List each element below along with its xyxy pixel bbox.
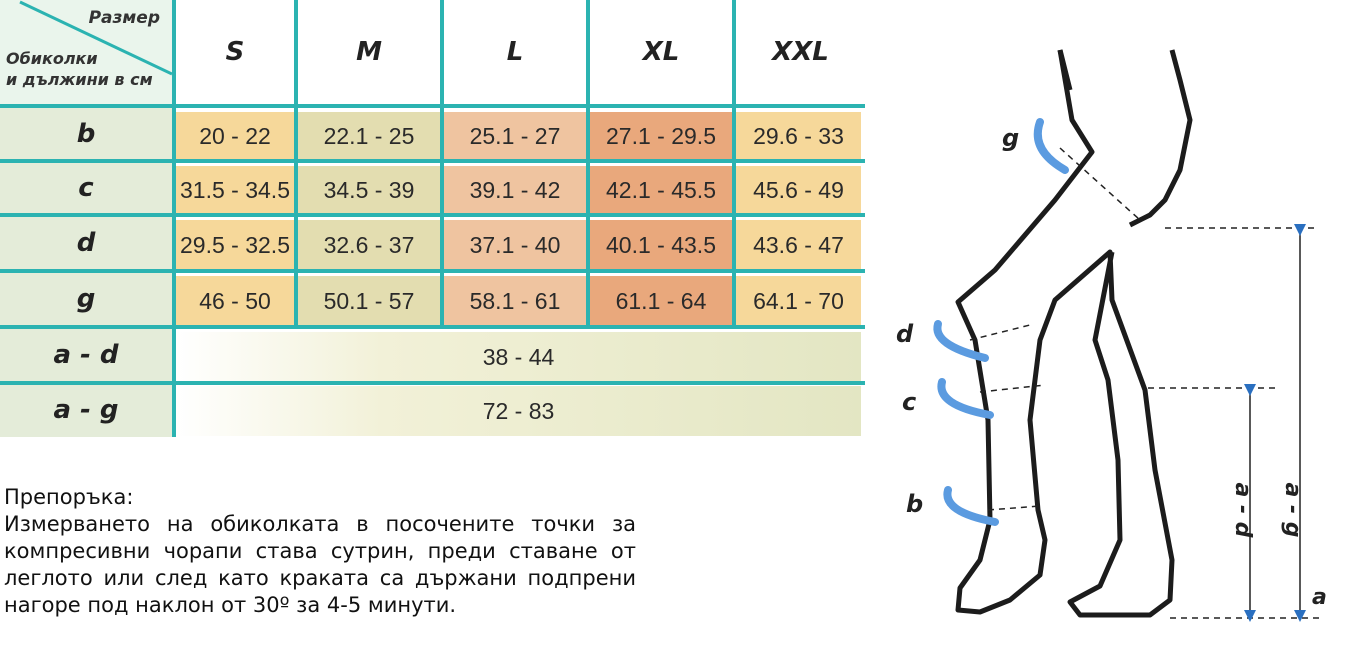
cell-g-s: 46 - 50 [176, 276, 294, 326]
grid-hline [0, 104, 865, 108]
cell-c-xl: 42.1 - 45.5 [590, 166, 732, 214]
grid-vline [294, 0, 298, 328]
cell-a-d-value: 38 - 44 [176, 332, 861, 382]
leg-outline [955, 49, 1175, 618]
cell-g-l: 58.1 - 61 [444, 276, 586, 326]
measure-line-g [1059, 147, 1141, 221]
cell-b-l: 25.1 - 27 [444, 112, 586, 160]
cell-d-s: 29.5 - 32.5 [176, 220, 294, 270]
circumference-arrow-b-icon [943, 486, 999, 526]
grid-hline [0, 159, 865, 163]
cell-d-xxl: 43.6 - 47 [736, 220, 861, 270]
circumference-arrow-g-icon [1033, 118, 1069, 174]
corner-divider [19, 0, 172, 76]
cell-b-s: 20 - 22 [176, 112, 294, 160]
label-a-g: a - g [1280, 482, 1305, 537]
corner-size-label: Размер [88, 8, 160, 28]
recommendation-title: Препоръка: [4, 485, 134, 509]
measure-line-d [969, 324, 1031, 341]
grid-vline [732, 0, 736, 328]
row-label-g: g [76, 284, 96, 314]
grid-hline [0, 325, 865, 329]
label-a: a [1312, 585, 1327, 610]
leg-measurement-diagram: g d c b a a - d a - g [896, 49, 1327, 622]
recommendation-block: Препоръка: Измерването на обиколката в п… [4, 484, 636, 619]
grid-vline [172, 0, 176, 437]
circumference-arrow-d-icon [933, 320, 989, 362]
cell-b-xxl: 29.6 - 33 [736, 112, 861, 160]
grid-hline [0, 381, 865, 385]
row-label-b: b [76, 119, 96, 149]
cell-c-m: 34.5 - 39 [298, 166, 440, 214]
thigh-outline [1128, 49, 1193, 228]
grid-hline [0, 213, 865, 217]
cell-d-m: 32.6 - 37 [298, 220, 440, 270]
header-size-xxl: XXL [772, 37, 829, 67]
row-label-a-g: a - g [53, 395, 119, 425]
cell-d-l: 37.1 - 40 [444, 220, 586, 270]
grid-vline [440, 0, 444, 328]
header-size-m: M [356, 37, 382, 67]
header-size-l: L [506, 37, 524, 67]
measure-line-b [987, 505, 1041, 511]
row-label-a-d: a - d [53, 340, 119, 370]
corner-header: Размер Обиколки и дължини в см [0, 0, 172, 104]
corner-measure-label: Обиколки и дължини в см [6, 48, 153, 90]
cell-b-m: 22.1 - 25 [298, 112, 440, 160]
cell-g-m: 50.1 - 57 [298, 276, 440, 326]
label-d: d [896, 320, 914, 348]
cell-g-xxl: 64.1 - 70 [736, 276, 861, 326]
cell-b-xl: 27.1 - 29.5 [590, 112, 732, 160]
cell-a-g-value: 72 - 83 [176, 386, 861, 436]
cell-g-xl: 61.1 - 64 [590, 276, 732, 326]
cell-c-xxl: 45.6 - 49 [736, 166, 861, 214]
circumference-arrow-c-icon [937, 378, 994, 419]
cell-c-s: 31.5 - 34.5 [176, 166, 294, 214]
cell-d-xl: 40.1 - 43.5 [590, 220, 732, 270]
label-a-d: a - d [1230, 482, 1255, 537]
grid-vline [586, 0, 590, 328]
recommendation-text: Измерването на обиколката в посочените т… [4, 512, 636, 617]
cell-c-l: 39.1 - 42 [444, 166, 586, 214]
label-c: c [902, 388, 916, 416]
header-size-xl: XL [642, 37, 680, 67]
corner-measure-line1: Обиколки [6, 49, 98, 68]
grid-hline [0, 269, 865, 273]
size-chart-table: Размер Обиколки и дължини в см S M L XL … [0, 0, 865, 437]
label-b: b [906, 490, 923, 518]
header-size-s: S [225, 37, 245, 67]
corner-measure-line2: и дължини в см [6, 70, 153, 89]
row-label-d: d [76, 228, 96, 258]
row-label-c: c [78, 173, 94, 203]
label-g: g [1002, 124, 1019, 152]
thigh-front-outline [1057, 49, 1073, 91]
